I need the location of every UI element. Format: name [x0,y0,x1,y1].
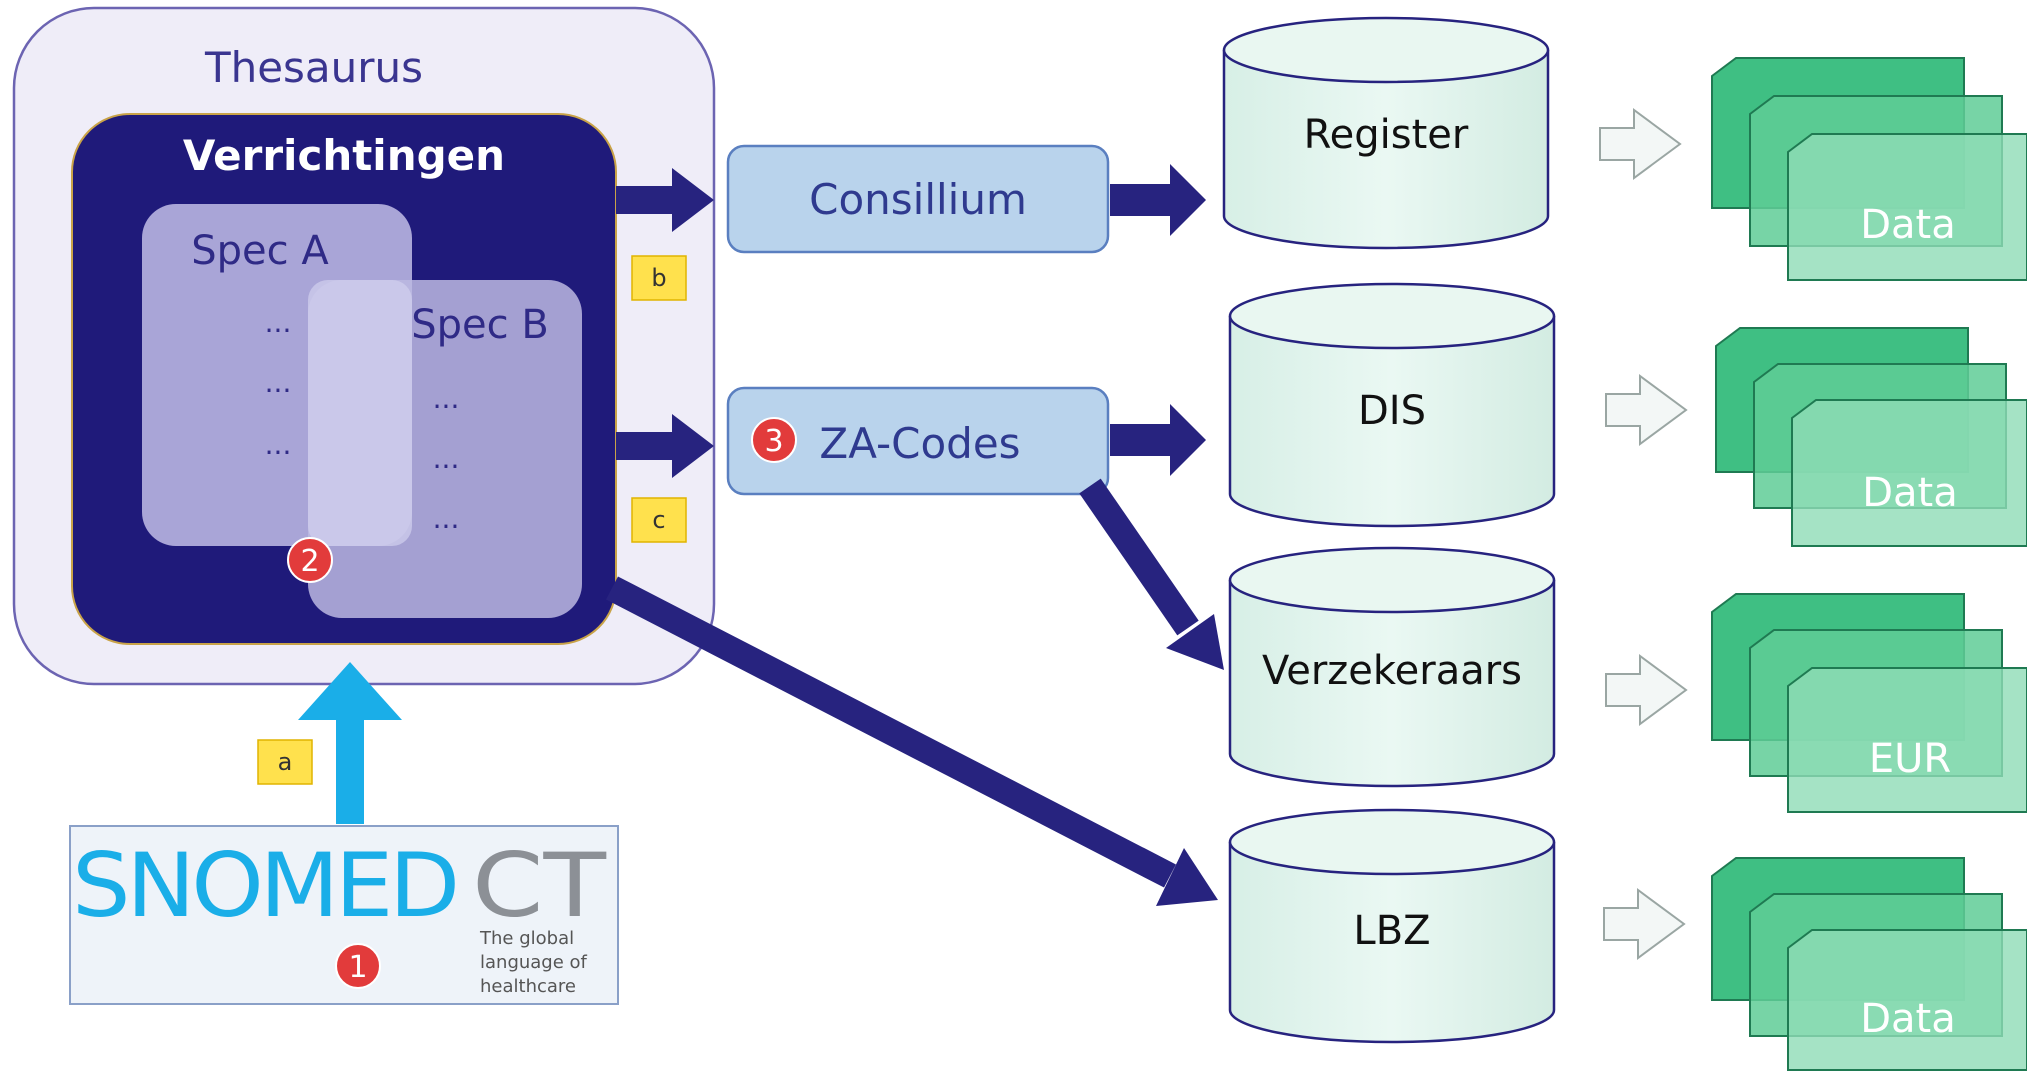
output-stack-register: Data [1711,57,2027,281]
output-arrow [1605,374,1688,446]
svg-text:a: a [278,748,293,776]
snomed-tagline: The global [479,928,574,949]
arrow-to-consillium [616,168,714,232]
database-dis: DIS [1228,282,1556,528]
database-label: DIS [1358,388,1426,434]
spec-b-item: ... [433,442,460,475]
svg-text:3: 3 [764,424,783,459]
za-codes-label: ZA-Codes [819,419,1020,468]
arrow-to-za-codes [616,414,714,478]
ct-logo-text: CT [472,834,607,937]
arrow-za-codes-to-dis [1110,404,1206,476]
arrow-snomed-up [298,662,402,824]
spec-b-item: ... [433,502,460,535]
tag-c: c [631,497,687,543]
output-stack-verzekeraars: EUR [1711,593,2027,813]
spec-a-item: ... [265,428,292,461]
output-label: Data [1860,202,1956,248]
svg-text:2: 2 [300,544,319,579]
snomed-ct-logo: SNOMED CT The global language of healthc… [69,825,619,1005]
output-arrow [1603,888,1686,960]
badge-1 [335,943,381,989]
database-label: Verzekeraars [1262,648,1522,694]
database-label: Register [1304,112,1469,158]
thesaurus-title: Thesaurus [204,43,423,92]
output-label: Data [1860,996,1956,1042]
spec-b-title: Spec B [411,302,549,348]
output-label: EUR [1869,736,1951,782]
badge-3 [751,417,797,463]
snomed-logo-text: SNOMED [72,834,456,937]
output-stack-lbz: Data [1711,857,2027,1071]
database-label: LBZ [1353,908,1430,954]
za-codes-box: 3 ZA-Codes [726,386,1110,496]
arrow-to-lbz [606,576,1218,906]
consillium-box: Consillium [726,144,1110,254]
spec-a-title: Spec A [191,228,329,274]
database-register: Register [1222,16,1550,250]
output-arrow [1605,654,1688,726]
svg-text:1: 1 [348,950,367,985]
consillium-label: Consillium [809,175,1027,224]
verrichtingen-title: Verrichtingen [183,131,505,180]
badge-2: 2 [287,537,333,583]
arrow-consillium-to-register [1110,164,1206,236]
spec-a-item: ... [265,366,292,399]
output-label: Data [1862,470,1958,516]
output-arrow [1599,108,1682,180]
output-stack-dis: Data [1715,327,2027,547]
spec-b-item: ... [433,382,460,415]
tag-a: a [257,739,313,785]
svg-text:c: c [652,506,665,534]
spec-a-item: ... [265,306,292,339]
snomed-tagline: healthcare [480,976,576,997]
arrow-za-codes-to-verzekeraars [1079,478,1224,670]
svg-text:b: b [651,264,666,292]
database-lbz: LBZ [1228,808,1556,1044]
database-verzekeraars: Verzekeraars [1228,546,1556,788]
tag-b: b [631,255,687,301]
snomed-tagline: language of [480,952,588,973]
spec-b-box: Spec B ... ... ... [308,280,582,618]
